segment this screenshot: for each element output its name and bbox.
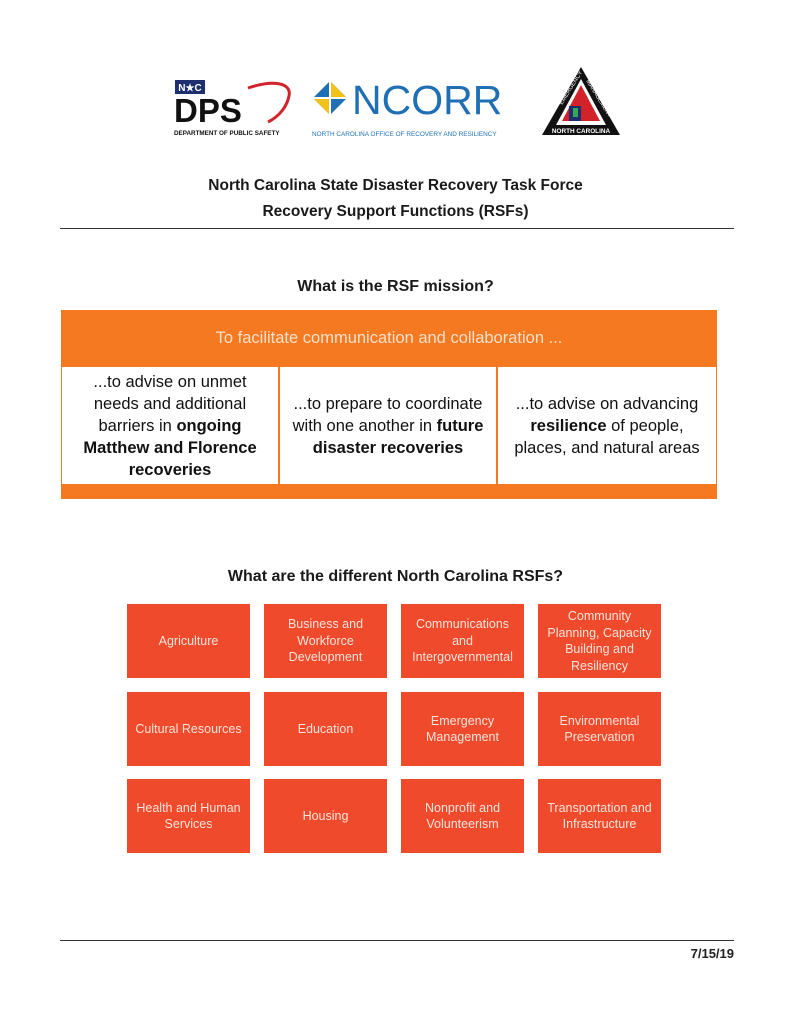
svg-text:NORTH CAROLINA: NORTH CAROLINA: [552, 128, 611, 135]
rsf-tile-agriculture: Agriculture: [127, 604, 250, 678]
svg-text:DPS: DPS: [174, 92, 242, 129]
rsf-tile-transportation: Transportation and Infrastructure: [538, 779, 661, 853]
svg-text:NORTH CAROLINA OFFICE OF RECOV: NORTH CAROLINA OFFICE OF RECOVERY AND RE…: [312, 131, 497, 138]
rsf-tile-nonprofit-volunteerism: Nonprofit and Volunteerism: [401, 779, 524, 853]
rsf-tile-communications: Communications and Intergovernmental: [401, 604, 524, 678]
mission-cell-ongoing-recoveries: ...to advise on unmet needs and addition…: [62, 367, 278, 484]
ncorr-logo: NCORR NORTH CAROLINA OFFICE OF RECOVERY …: [312, 77, 502, 138]
mission-heading: What is the RSF mission?: [297, 278, 494, 295]
rsf-tile-housing: Housing: [264, 779, 387, 853]
page-subtitle: Recovery Support Functions (RSFs): [262, 203, 529, 220]
footer-divider: [60, 940, 734, 941]
mission-cell-text: ...to prepare to coordinate with one ano…: [292, 394, 484, 457]
rsf-tile-cultural-resources: Cultural Resources: [127, 692, 250, 766]
footer-date: 7/15/19: [690, 946, 734, 961]
mission-cell-text: ...to advise on unmet needs and addition…: [83, 372, 257, 479]
mission-cell-resilience: ...to advise on advancing resilience of …: [498, 367, 716, 484]
header-divider: [60, 228, 734, 229]
mission-banner: To facilitate communication and collabor…: [215, 328, 563, 347]
mission-cell-future-recoveries: ...to prepare to coordinate with one ano…: [280, 367, 496, 484]
nc-emergency-management-logo: EMERGENCY MANAGEMENT NORTH CAROLINA: [542, 67, 620, 135]
rsf-tile-business-workforce: Business and Workforce Development: [264, 604, 387, 678]
svg-text:N★C: N★C: [178, 83, 201, 94]
rsf-tile-environmental-preservation: Environmental Preservation: [538, 692, 661, 766]
rsf-heading: What are the different North Carolina RS…: [227, 568, 564, 585]
dps-logo: N★C DPS DEPARTMENT OF PUBLIC SAFETY: [174, 80, 291, 137]
page-title: North Carolina State Disaster Recovery T…: [208, 177, 583, 194]
rsf-tile-health-human-services: Health and Human Services: [127, 779, 250, 853]
svg-text:DEPARTMENT OF PUBLIC SAFETY: DEPARTMENT OF PUBLIC SAFETY: [174, 130, 280, 137]
svg-text:NCORR: NCORR: [352, 77, 502, 123]
rsf-tile-emergency-management: Emergency Management: [401, 692, 524, 766]
rsf-tile-education: Education: [264, 692, 387, 766]
rsf-tile-community-planning: Community Planning, Capacity Building an…: [538, 604, 661, 678]
mission-cell-text: ...to advise on advancing resilience of …: [514, 394, 700, 457]
